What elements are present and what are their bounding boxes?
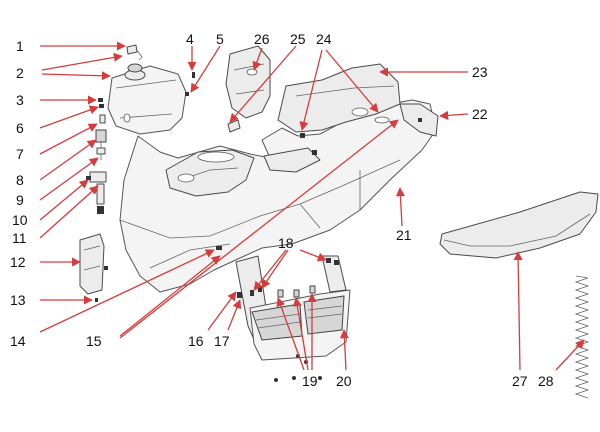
callout-1: 1 [16, 38, 24, 54]
callout-23: 23 [472, 64, 488, 80]
callout-labels: 1 2 3 4 5 6 7 8 9 10 11 12 13 14 15 16 1… [10, 31, 554, 389]
callout-21: 21 [396, 227, 412, 243]
tank-bolts [98, 98, 106, 124]
fuel-cap [126, 44, 143, 61]
fuel-tank [107, 63, 187, 135]
fuel-valve-assembly [86, 129, 107, 214]
front-body-fender [119, 99, 437, 293]
callout-18: 18 [278, 235, 294, 251]
callout-8: 8 [16, 172, 24, 188]
leader-lines [39, 41, 585, 371]
callout-22: 22 [472, 106, 488, 122]
callout-20: 20 [336, 373, 352, 389]
seat-spring [574, 275, 590, 399]
callout-3: 3 [16, 92, 24, 108]
callout-9: 9 [16, 192, 24, 208]
callout-10: 10 [12, 212, 28, 228]
small-screw [95, 298, 98, 302]
callout-14: 14 [10, 333, 26, 349]
rear-storage-shell [277, 63, 401, 155]
callout-7: 7 [16, 146, 24, 162]
seat [439, 191, 599, 259]
callout-6: 6 [16, 120, 24, 136]
footrest-bolts [274, 285, 322, 382]
headlight-cover [225, 45, 271, 119]
callout-19: 19 [302, 373, 318, 389]
callout-11: 11 [12, 230, 27, 246]
rear-fender-tip [399, 103, 439, 137]
callout-12: 12 [10, 254, 26, 270]
callout-13: 13 [10, 292, 26, 308]
callout-24: 24 [316, 31, 332, 47]
callout-15: 15 [86, 333, 102, 349]
callout-28: 28 [538, 373, 554, 389]
callout-27: 27 [512, 373, 528, 389]
callout-25: 25 [290, 31, 306, 47]
callout-5: 5 [216, 31, 224, 47]
callout-4: 4 [186, 31, 194, 47]
small-fastener [185, 72, 241, 133]
callout-16: 16 [188, 333, 204, 349]
callout-2: 2 [16, 65, 24, 81]
side-bracket [79, 233, 108, 295]
callout-26: 26 [254, 31, 270, 47]
callout-17: 17 [214, 333, 230, 349]
footrest [235, 255, 351, 361]
